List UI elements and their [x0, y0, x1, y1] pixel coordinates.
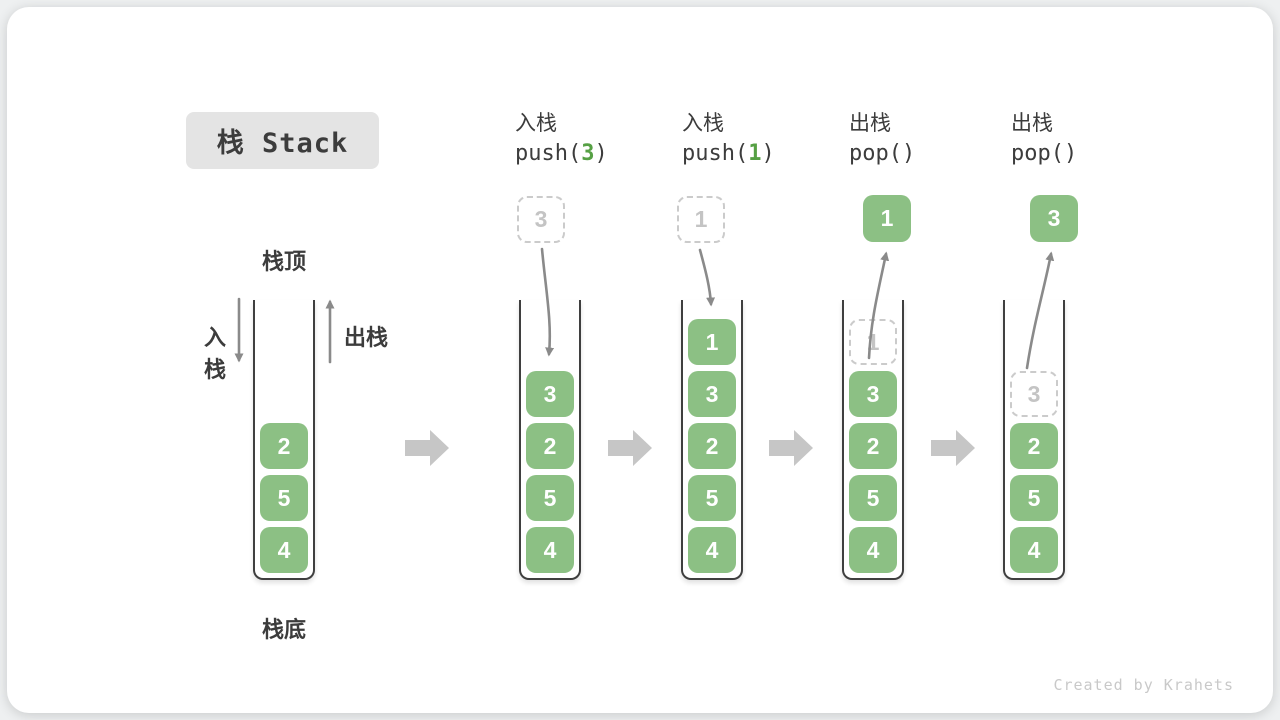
stack-element: 2 [260, 423, 308, 469]
stack-element: 4 [526, 527, 574, 573]
stack-element: 2 [1010, 423, 1058, 469]
credit-text: Created by Krahets [1053, 676, 1234, 694]
stack-element: 5 [688, 475, 736, 521]
stack-element: 2 [849, 423, 897, 469]
page-title: 栈 Stack [186, 112, 379, 169]
pushed-value-box: 3 [517, 196, 565, 243]
operation-name: 入栈 [515, 112, 557, 135]
stack-element: 5 [526, 475, 574, 521]
stack-element: 2 [526, 423, 574, 469]
removed-element-ghost: 1 [849, 319, 897, 365]
stack-element: 3 [526, 371, 574, 417]
stack-element: 4 [1010, 527, 1058, 573]
stack-element: 4 [849, 527, 897, 573]
removed-element-ghost: 3 [1010, 371, 1058, 417]
stack-element: 4 [260, 527, 308, 573]
code-arg: 3 [581, 141, 595, 166]
operation-code: push(1) [682, 141, 775, 166]
code-pre: push( [682, 141, 749, 166]
popped-value-box: 1 [863, 195, 911, 242]
pushed-value: 3 [534, 206, 548, 232]
operation-code: pop() [849, 141, 915, 166]
stack-state-after-pop3: 3 2 5 4 [1003, 300, 1065, 580]
operation-name: 入栈 [682, 112, 724, 135]
stack-top-label: 栈顶 [261, 249, 306, 274]
operation-caption-pop3: 出栈 pop() [1011, 106, 1077, 166]
popped-value: 3 [1047, 205, 1061, 231]
pushed-value: 1 [694, 206, 708, 232]
operation-code: push(3) [515, 141, 608, 166]
stack-state-after-push1: 1 3 2 5 4 [681, 300, 743, 580]
stack-element: 5 [1010, 475, 1058, 521]
operation-caption-push1: 入栈 push(1) [682, 106, 775, 166]
code-pre: push( [515, 141, 582, 166]
stack-state-after-push3: 3 2 5 4 [519, 300, 581, 580]
page-title-text: 栈 Stack [216, 128, 349, 159]
popped-value-box: 3 [1030, 195, 1078, 242]
stack-element: 3 [849, 371, 897, 417]
stack-state-initial: 2 5 4 [253, 300, 315, 580]
code-post: ) [761, 141, 775, 166]
pop-side-label: 出栈 [344, 325, 389, 350]
stack-element: 5 [260, 475, 308, 521]
push-side-label: 入栈 [203, 325, 226, 382]
operation-name: 出栈 [1011, 112, 1053, 135]
operation-name: 出栈 [849, 112, 891, 135]
stack-element: 5 [849, 475, 897, 521]
stack-element: 1 [688, 319, 736, 365]
code-pre: pop() [1011, 141, 1078, 166]
stack-bottom-label: 栈底 [261, 617, 306, 642]
popped-value: 1 [880, 205, 894, 231]
operation-caption-pop1: 出栈 pop() [849, 106, 915, 166]
stack-element: 3 [688, 371, 736, 417]
code-pre: pop() [849, 141, 916, 166]
operation-code: pop() [1011, 141, 1077, 166]
pushed-value-box: 1 [677, 196, 725, 243]
stack-element: 4 [688, 527, 736, 573]
code-post: ) [594, 141, 608, 166]
code-arg: 1 [748, 141, 762, 166]
operation-caption-push3: 入栈 push(3) [515, 106, 608, 166]
stack-state-after-pop1: 1 3 2 5 4 [842, 300, 904, 580]
stack-element: 2 [688, 423, 736, 469]
